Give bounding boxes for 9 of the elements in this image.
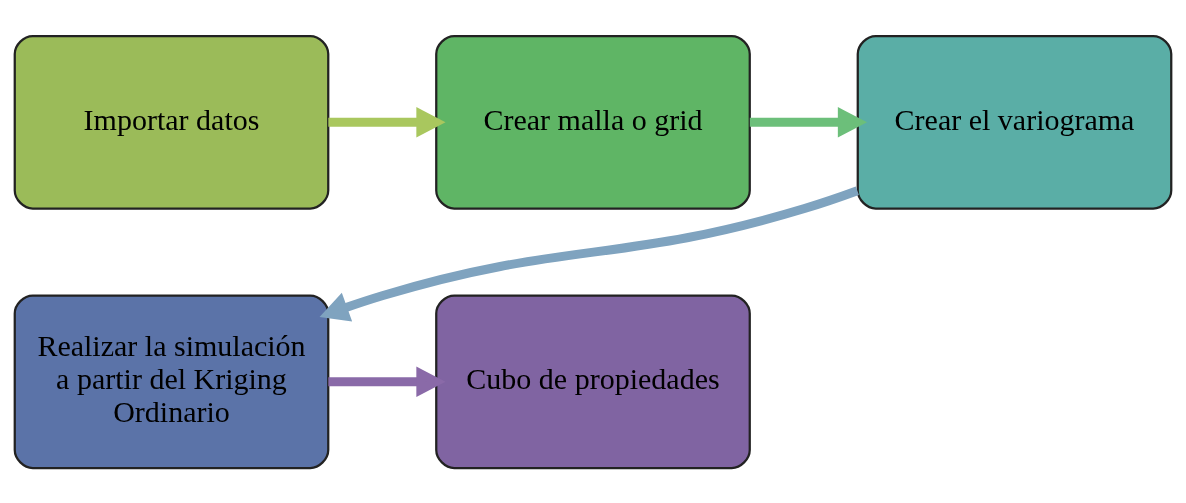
- node-box: Realizar la simulación a partir del Kriging Ordinario: [13, 293, 330, 469]
- arrow: [319, 185, 859, 322]
- arrow: [749, 106, 868, 138]
- arrow: [328, 106, 446, 138]
- arrow: [328, 365, 446, 397]
- node-box: Crear el variograma: [856, 34, 1173, 210]
- node-box: Importar datos: [13, 34, 330, 210]
- node-box: Crear malla o grid: [435, 34, 751, 210]
- node-box: Cubo de propiedades: [435, 293, 751, 469]
